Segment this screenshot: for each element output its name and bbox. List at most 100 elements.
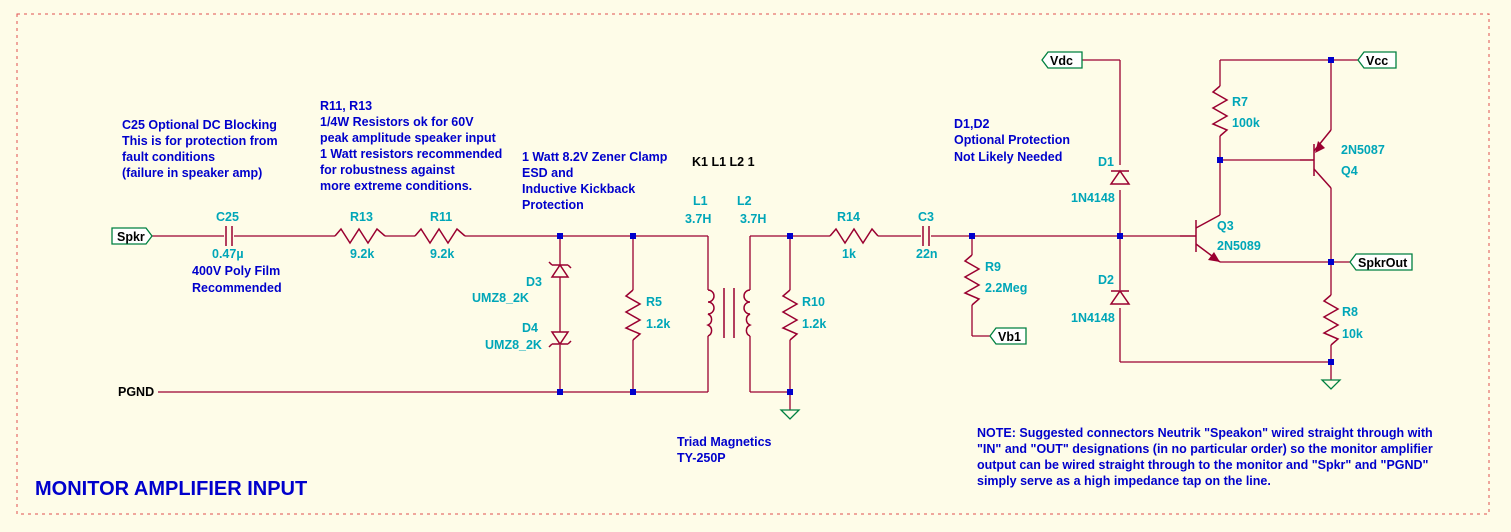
svg-text:D1,D2: D1,D2 — [954, 117, 989, 131]
net-label-vdc: Vdc — [1050, 54, 1073, 68]
resistor-r8 — [1322, 294, 1340, 346]
component-labels: C25 0.47µ R13 9.2k R11 9.2k D3 UMZ8_2K D… — [212, 95, 1385, 352]
ref-c3: C3 — [918, 210, 934, 224]
value-r8: 10k — [1342, 327, 1363, 341]
ground-symbol — [779, 409, 801, 420]
transformer-l1-l2 — [706, 288, 752, 338]
note-connectors: NOTE: Suggested connectors Neutrik "Spea… — [977, 426, 1433, 488]
ref-r11: R11 — [430, 210, 452, 224]
svg-text:1 Watt resistors recommended: 1 Watt resistors recommended — [320, 147, 502, 161]
note-c25: C25 Optional DC Blocking This is for pro… — [122, 118, 278, 180]
svg-text:1 Watt 8.2V Zener Clamp: 1 Watt 8.2V Zener Clamp — [522, 150, 668, 164]
ref-l2: L2 — [737, 194, 752, 208]
ref-q4: Q4 — [1341, 164, 1358, 178]
net-flag-vb1: Vb1 — [989, 327, 1027, 345]
value-d2: 1N4148 — [1071, 311, 1115, 325]
value-r10: 1.2k — [802, 317, 826, 331]
svg-text:ESD and: ESD and — [522, 166, 573, 180]
svg-text:more extreme conditions.: more extreme conditions. — [320, 179, 472, 193]
ground-symbol — [1320, 379, 1342, 390]
svg-text:fault conditions: fault conditions — [122, 150, 215, 164]
svg-text:"IN" and "OUT" designations (i: "IN" and "OUT" designations (in no parti… — [977, 442, 1433, 456]
net-flag-spkr: Spkr — [111, 227, 153, 245]
capacitor-c3 — [922, 226, 930, 246]
value-q4: 2N5087 — [1341, 143, 1385, 157]
svg-text:NOTE: Suggested connectors Ne: NOTE: Suggested connectors Neutrik "Spea… — [977, 426, 1433, 440]
resistor-r5 — [624, 289, 642, 341]
svg-text:Triad Magnetics: Triad Magnetics — [677, 435, 772, 449]
value-q3: 2N5089 — [1217, 239, 1261, 253]
resistor-r9 — [963, 254, 981, 306]
svg-text:peak amplitude speaker input: peak amplitude speaker input — [320, 131, 497, 145]
net-flag-vdc: Vdc — [1041, 51, 1083, 69]
svg-text:TY-250P: TY-250P — [677, 451, 726, 465]
value-l2: 3.7H — [740, 212, 766, 226]
ref-q3: Q3 — [1217, 219, 1234, 233]
svg-text:R11, R13: R11, R13 — [320, 99, 372, 113]
note-diodes: D1,D2 Optional Protection Not Likely Nee… — [954, 117, 1070, 164]
wires — [152, 59, 1358, 410]
diode-d2 — [1109, 289, 1131, 305]
note-transformer: Triad Magnetics TY-250P — [677, 435, 772, 465]
resistor-r14 — [829, 227, 879, 245]
ref-l1: L1 — [693, 194, 708, 208]
net-label-pgnd: PGND — [118, 385, 154, 399]
value-r11: 9.2k — [430, 247, 454, 261]
net-flag-vcc: Vcc — [1357, 51, 1397, 69]
value-r9: 2.2Meg — [985, 281, 1027, 295]
svg-text:400V Poly Film: 400V Poly Film — [192, 264, 280, 278]
svg-text:Protection: Protection — [522, 198, 584, 212]
ref-d2: D2 — [1098, 273, 1114, 287]
resistor-r11 — [414, 227, 466, 245]
svg-text:Not Likely Needed: Not Likely Needed — [954, 150, 1062, 164]
capacitor-c25 — [225, 226, 233, 246]
svg-text:Optional Protection: Optional Protection — [954, 133, 1070, 147]
note-film: 400V Poly Film Recommended — [192, 264, 282, 295]
svg-text:This is for protection from: This is for protection from — [122, 134, 278, 148]
svg-text:Inductive Kickback: Inductive Kickback — [522, 182, 635, 196]
net-label-spkr: Spkr — [117, 230, 145, 244]
value-d3: UMZ8_2K — [472, 291, 529, 305]
note-zener: 1 Watt 8.2V Zener Clamp ESD and Inductiv… — [522, 150, 668, 212]
svg-text:output can be wired straight t: output can be wired straight through to … — [977, 458, 1429, 472]
net-label-spkrout: SpkrOut — [1358, 256, 1408, 270]
ref-r13: R13 — [350, 210, 373, 224]
junction-dots — [557, 57, 1334, 395]
ref-c25: C25 — [216, 210, 239, 224]
value-r13: 9.2k — [350, 247, 374, 261]
transistor-q4 — [1300, 129, 1332, 189]
svg-text:for robustness against: for robustness against — [320, 163, 456, 177]
note-resistors: R11, R13 1/4W Resistors ok for 60V peak … — [320, 99, 502, 193]
ref-d1: D1 — [1098, 155, 1114, 169]
svg-text:simply serve as a high impedan: simply serve as a high impedance tap on … — [977, 474, 1271, 488]
schematic-title: MONITOR AMPLIFIER INPUT — [35, 478, 307, 500]
resistor-r10 — [781, 289, 799, 341]
value-r14: 1k — [842, 247, 856, 261]
resistor-r13 — [334, 227, 386, 245]
svg-text:(failure in speaker amp): (failure in speaker amp) — [122, 166, 262, 180]
value-d4: UMZ8_2K — [485, 338, 542, 352]
resistor-r7 — [1211, 85, 1229, 137]
sheet-border — [16, 13, 1490, 515]
svg-text:C25 Optional DC Blocking: C25 Optional DC Blocking — [122, 118, 277, 132]
zener-diode-d4 — [548, 331, 572, 348]
value-r5: 1.2k — [646, 317, 670, 331]
ref-r14: R14 — [837, 210, 860, 224]
value-r7: 100k — [1232, 116, 1260, 130]
svg-text:1/4W Resistors ok for 60V: 1/4W Resistors ok for 60V — [320, 115, 474, 129]
ref-r10: R10 — [802, 295, 825, 309]
value-l1: 3.7H — [685, 212, 711, 226]
net-flag-spkrout: SpkrOut — [1349, 253, 1413, 271]
value-c3: 22n — [916, 247, 938, 261]
value-d1: 1N4148 — [1071, 191, 1115, 205]
net-label-vb1: Vb1 — [998, 330, 1021, 344]
diode-d1 — [1109, 169, 1131, 185]
ref-r5: R5 — [646, 295, 662, 309]
transistor-q3 — [1180, 214, 1221, 263]
ref-r7: R7 — [1232, 95, 1248, 109]
zener-diode-d3 — [548, 261, 572, 332]
net-label-vcc: Vcc — [1366, 54, 1388, 68]
svg-text:Recommended: Recommended — [192, 281, 282, 295]
ref-d3: D3 — [526, 275, 542, 289]
